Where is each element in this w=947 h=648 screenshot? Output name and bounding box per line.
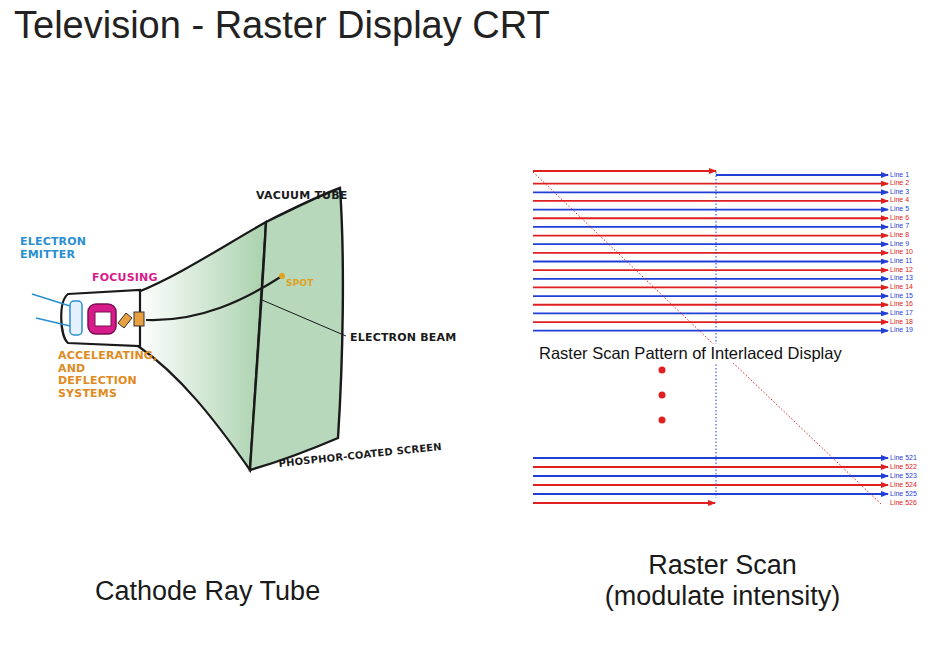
line-label: Line 11 [890, 257, 912, 265]
deflection-plate [118, 313, 132, 328]
scan-line [533, 269, 888, 271]
line-label: Line 16 [890, 300, 913, 308]
line-label: Line 13 [890, 274, 913, 282]
scan-line [533, 457, 888, 459]
line-label: Line 522 [890, 463, 917, 471]
scan-line [533, 287, 888, 289]
ellipsis-dot [659, 367, 666, 374]
line-label: Line 3 [890, 188, 909, 196]
caption-text: Cathode Ray Tube [95, 576, 320, 607]
line-label: Line 19 [890, 326, 913, 334]
scan-line [533, 191, 888, 193]
line-label: Line 8 [890, 231, 909, 239]
caption-text: Raster Scan (modulate intensity) [600, 550, 845, 612]
line-label: Line 5 [890, 205, 909, 213]
scan-line [533, 330, 888, 332]
tube-neck [61, 290, 140, 346]
scan-line [533, 295, 888, 297]
electron-beam [146, 276, 282, 320]
line-label: Line 9 [890, 240, 909, 248]
line-label: Line 526 [890, 499, 917, 507]
scan-line [533, 200, 888, 202]
focusing-coil [88, 304, 116, 334]
line-label: Line 12 [890, 266, 913, 274]
line-label: Line 524 [890, 481, 917, 489]
line-label: Line 4 [890, 196, 909, 204]
scan-line [533, 226, 888, 228]
slide-title: Television - Raster Display CRT [14, 4, 550, 48]
scan-line [533, 484, 888, 486]
part-label: FOCUSING [92, 272, 158, 285]
scan-line [533, 217, 888, 219]
tube-cone [138, 222, 266, 470]
line-label: Line 1 [890, 171, 909, 179]
line-label: Line 6 [890, 214, 909, 222]
part-label: ELECTRON BEAM [350, 332, 456, 345]
line-label: Line 525 [890, 490, 917, 498]
scan-line [533, 235, 888, 237]
scan-line [533, 170, 716, 172]
line-label: Line 17 [890, 309, 913, 317]
diagram-label: Raster Scan Pattern of Interlaced Displa… [537, 344, 844, 363]
scan-line [533, 304, 888, 306]
line-label: Line 2 [890, 179, 909, 187]
ellipsis-dot [659, 417, 666, 424]
part-label: ACCELERATING, AND DEFLECTION SYSTEMS [58, 350, 166, 401]
line-label: Line 14 [890, 283, 913, 291]
scan-line [533, 252, 888, 254]
line-label: Line 7 [890, 222, 909, 230]
part-label: VACUUM TUBE [256, 190, 348, 203]
scan-line [533, 493, 888, 495]
line-label: Line 523 [890, 472, 917, 480]
scan-line [533, 278, 888, 280]
spot [279, 273, 285, 279]
deflection-plate [134, 312, 144, 326]
scan-line [533, 243, 888, 245]
scan-line [533, 312, 888, 314]
line-label: Line 521 [890, 454, 917, 462]
emitter [70, 301, 82, 335]
line-label: Line 10 [890, 248, 913, 256]
part-label: ELECTRON EMITTER [20, 236, 82, 261]
vertical-retrace [716, 172, 717, 498]
scan-line [533, 183, 888, 185]
scan-line [533, 209, 888, 211]
scan-line [533, 475, 888, 477]
diagonal-retrace [533, 172, 882, 505]
part-label: SPOT [286, 278, 314, 288]
leader-line [262, 300, 346, 336]
line-label: Line 15 [890, 292, 913, 300]
line-label: Line 18 [890, 318, 913, 326]
scan-line [533, 466, 888, 468]
ellipsis-dot [659, 392, 666, 399]
scan-line [716, 174, 888, 176]
scan-line [533, 261, 888, 263]
scan-line [533, 321, 888, 323]
scan-line [533, 502, 715, 504]
